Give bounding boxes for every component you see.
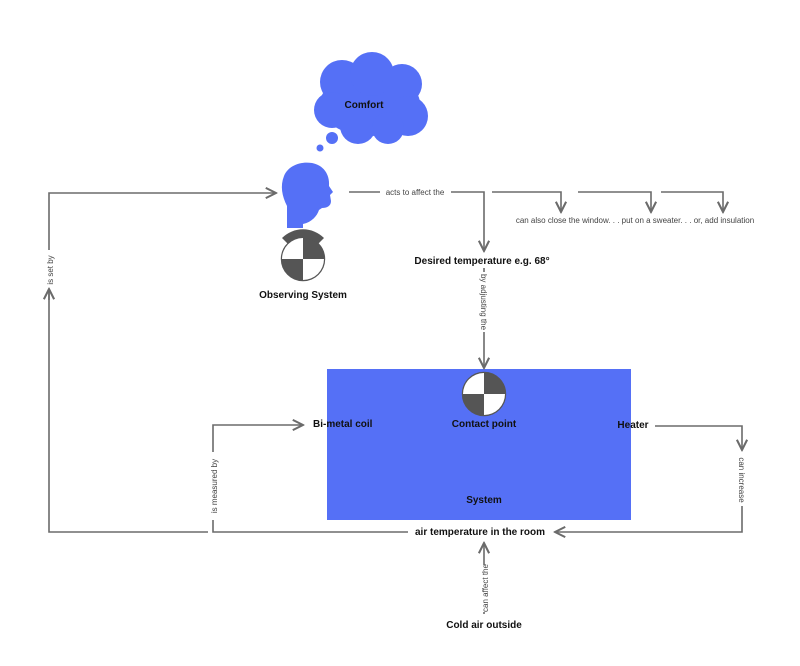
can-affect-label: can affect the xyxy=(481,564,490,612)
bimetal-coil-label: Bi-metal coil xyxy=(313,419,373,430)
can-increase-label: can increase xyxy=(737,457,746,503)
cold-air-label: Cold air outside xyxy=(446,620,522,631)
edge-is-measured-by xyxy=(212,425,408,533)
edge-is-set-by-upper xyxy=(48,193,276,250)
human-head-icon xyxy=(281,162,333,228)
edge-acts-to-affect xyxy=(349,191,484,251)
comfort-label: Comfort xyxy=(345,100,385,111)
edge-alternatives-2 xyxy=(578,191,651,212)
air-temperature-label: air temperature in the room xyxy=(415,527,545,538)
is-measured-by-label: is measured by xyxy=(210,459,219,513)
by-adjusting-label: by adjusting the xyxy=(479,274,488,331)
system-label: System xyxy=(466,495,502,506)
acts-to-affect-label: acts to affect the xyxy=(386,188,445,197)
edge-can-increase-lower xyxy=(555,506,743,532)
observing-system-label: Observing System xyxy=(259,290,347,301)
observer-disk-icon xyxy=(280,229,326,282)
alternatives-label: can also close the window. . . put on a … xyxy=(516,216,754,225)
system-disk-icon xyxy=(461,371,507,417)
edge-alternatives-1 xyxy=(492,191,561,212)
edge-is-set-by xyxy=(48,289,208,533)
contact-point-label: Contact point xyxy=(452,419,517,430)
edge-alternatives-3 xyxy=(661,191,723,212)
is-set-by-label: is set by xyxy=(46,255,55,284)
desired-temperature-label: Desired temperature e.g. 68° xyxy=(414,256,549,267)
edge-can-increase xyxy=(655,425,742,450)
thought-cloud-icon: Comfort xyxy=(314,52,428,152)
heater-label: Heater xyxy=(617,420,648,431)
